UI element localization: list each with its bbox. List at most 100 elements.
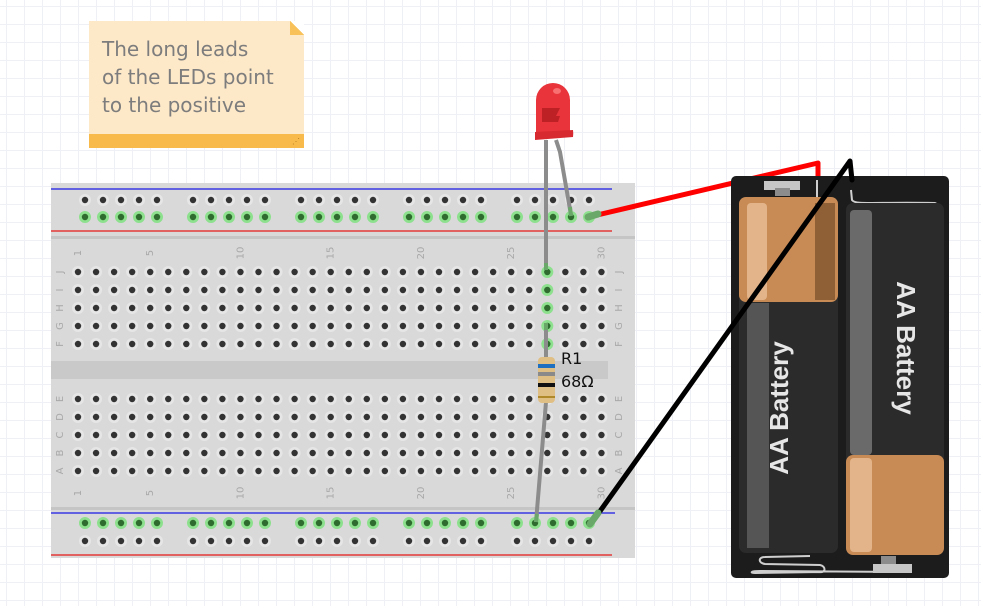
breadboard-hole[interactable] <box>559 411 572 423</box>
breadboard-hole[interactable] <box>541 465 554 477</box>
breadboard-hole[interactable] <box>180 320 193 332</box>
breadboard-hole[interactable] <box>270 411 283 423</box>
breadboard-hole[interactable] <box>90 447 103 459</box>
breadboard-hole[interactable] <box>126 320 139 332</box>
breadboard-hole[interactable] <box>259 211 271 223</box>
breadboard-hole[interactable] <box>295 517 307 529</box>
breadboard-hole[interactable] <box>270 447 283 459</box>
positive-wire[interactable] <box>590 160 821 219</box>
breadboard-hole[interactable] <box>72 465 84 477</box>
breadboard-hole[interactable] <box>414 320 427 332</box>
breadboard-hole[interactable] <box>234 447 247 459</box>
breadboard-hole[interactable] <box>331 517 343 529</box>
breadboard-hole[interactable] <box>306 411 319 423</box>
breadboard-hole[interactable] <box>79 517 91 529</box>
breadboard-hole[interactable] <box>396 320 409 332</box>
breadboard-hole[interactable] <box>577 302 590 314</box>
breadboard-hole[interactable] <box>523 411 536 423</box>
breadboard-hole[interactable] <box>529 194 541 206</box>
breadboard-hole[interactable] <box>414 411 427 423</box>
breadboard-hole[interactable] <box>342 338 355 350</box>
breadboard-hole[interactable] <box>505 411 518 423</box>
breadboard-hole[interactable] <box>487 429 500 441</box>
breadboard-hole[interactable] <box>180 266 193 278</box>
breadboard-hole[interactable] <box>396 411 409 423</box>
breadboard-hole[interactable] <box>505 393 518 405</box>
breadboard-hole[interactable] <box>342 266 355 278</box>
breadboard-hole[interactable] <box>559 393 572 405</box>
breadboard-hole[interactable] <box>396 429 409 441</box>
breadboard-hole[interactable] <box>198 320 211 332</box>
breadboard-hole[interactable] <box>433 302 445 314</box>
breadboard-hole[interactable] <box>547 194 559 206</box>
breadboard-hole[interactable] <box>595 465 608 477</box>
breadboard-hole[interactable] <box>511 211 523 223</box>
breadboard-hole[interactable] <box>198 411 211 423</box>
breadboard-hole[interactable] <box>414 429 427 441</box>
breadboard-hole[interactable] <box>378 302 391 314</box>
breadboard-hole[interactable] <box>187 517 199 529</box>
breadboard-hole[interactable] <box>396 266 409 278</box>
breadboard-hole[interactable] <box>505 447 518 459</box>
breadboard-hole[interactable] <box>234 393 247 405</box>
breadboard-hole[interactable] <box>396 465 409 477</box>
breadboard-hole[interactable] <box>403 194 415 206</box>
breadboard-hole[interactable] <box>595 447 608 459</box>
breadboard-hole[interactable] <box>180 284 193 296</box>
breadboard-hole[interactable] <box>469 411 482 423</box>
breadboard-hole[interactable] <box>324 302 337 314</box>
breadboard-hole[interactable] <box>108 447 121 459</box>
breadboard-hole[interactable] <box>198 302 211 314</box>
breadboard-hole[interactable] <box>90 393 103 405</box>
breadboard-hole[interactable] <box>180 429 193 441</box>
breadboard-hole[interactable] <box>151 194 163 206</box>
breadboard-hole[interactable] <box>433 266 445 278</box>
breadboard-hole[interactable] <box>108 338 121 350</box>
breadboard-hole[interactable] <box>223 211 235 223</box>
breadboard-hole[interactable] <box>396 284 409 296</box>
breadboard-hole[interactable] <box>421 194 433 206</box>
breadboard-hole[interactable] <box>241 517 253 529</box>
breadboard-hole[interactable] <box>547 517 559 529</box>
breadboard-hole[interactable] <box>205 517 217 529</box>
breadboard-hole[interactable] <box>216 465 229 477</box>
breadboard-hole[interactable] <box>523 447 536 459</box>
breadboard-hole[interactable] <box>306 338 319 350</box>
breadboard-hole[interactable] <box>469 320 482 332</box>
breadboard-hole[interactable] <box>433 447 445 459</box>
breadboard-hole[interactable] <box>475 211 487 223</box>
breadboard-hole[interactable] <box>198 338 211 350</box>
breadboard-hole[interactable] <box>475 194 487 206</box>
breadboard-hole[interactable] <box>144 302 157 314</box>
breadboard-hole[interactable] <box>559 266 572 278</box>
breadboard-hole[interactable] <box>90 320 103 332</box>
breadboard-hole[interactable] <box>577 411 590 423</box>
breadboard-hole[interactable] <box>72 320 84 332</box>
breadboard-hole[interactable] <box>216 338 229 350</box>
breadboard-hole[interactable] <box>162 465 175 477</box>
battery-pack[interactable]: AA Battery AA Battery <box>731 176 949 578</box>
breadboard-hole[interactable] <box>360 393 373 405</box>
breadboard-hole[interactable] <box>108 320 121 332</box>
breadboard-hole[interactable] <box>577 429 590 441</box>
breadboard-hole[interactable] <box>216 411 229 423</box>
breadboard-hole[interactable] <box>306 429 319 441</box>
breadboard-hole[interactable] <box>126 284 139 296</box>
breadboard-hole[interactable] <box>451 302 464 314</box>
breadboard-hole[interactable] <box>126 393 139 405</box>
breadboard-hole[interactable] <box>451 266 464 278</box>
breadboard-hole[interactable] <box>198 393 211 405</box>
breadboard-hole[interactable] <box>126 447 139 459</box>
breadboard-hole[interactable] <box>487 302 500 314</box>
breadboard-hole[interactable] <box>469 302 482 314</box>
breadboard-hole[interactable] <box>144 429 157 441</box>
breadboard-hole[interactable] <box>115 517 127 529</box>
breadboard-hole[interactable] <box>144 284 157 296</box>
breadboard-hole[interactable] <box>595 338 608 350</box>
breadboard-hole[interactable] <box>270 429 283 441</box>
breadboard-hole[interactable] <box>414 465 427 477</box>
breadboard-hole[interactable] <box>487 447 500 459</box>
breadboard-hole[interactable] <box>403 211 415 223</box>
breadboard-hole[interactable] <box>349 194 361 206</box>
breadboard-hole[interactable] <box>72 338 84 350</box>
